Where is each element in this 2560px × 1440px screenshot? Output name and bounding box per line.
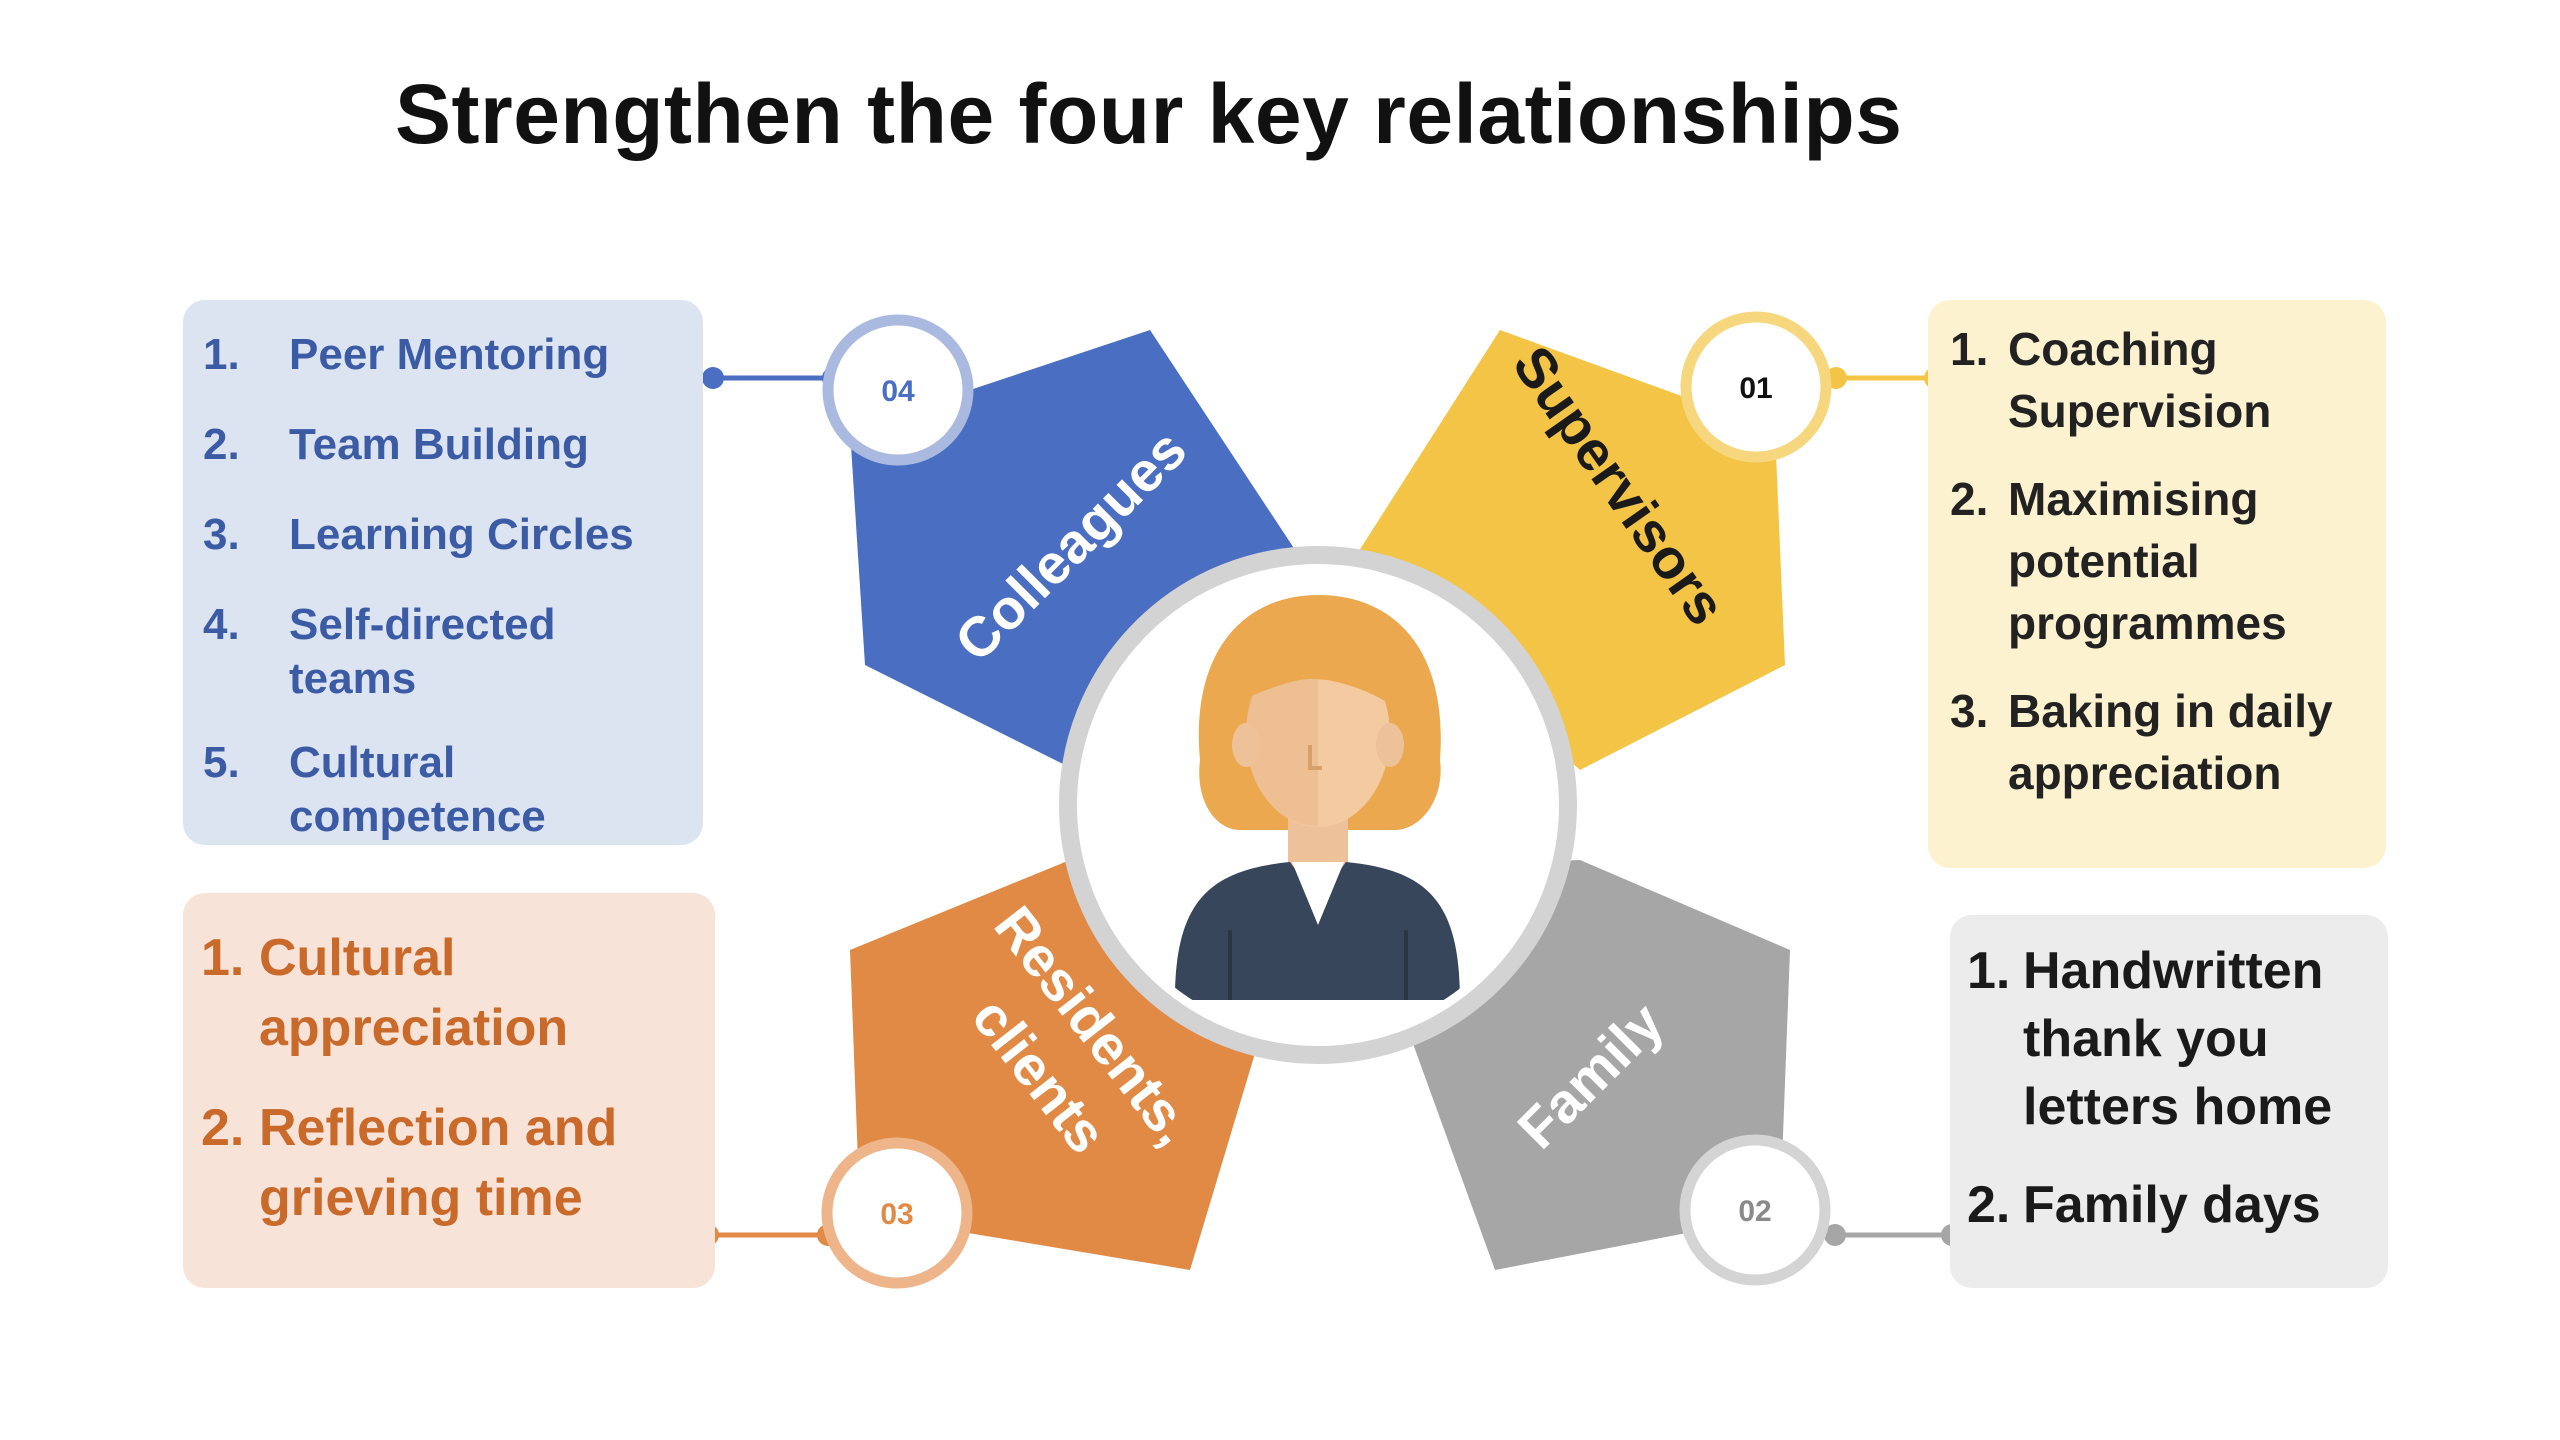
svg-text:04: 04 bbox=[881, 375, 915, 408]
badge-family: 02 bbox=[1679, 1134, 1831, 1286]
person-avatar-icon bbox=[1175, 595, 1460, 1000]
svg-text:03: 03 bbox=[880, 1198, 913, 1231]
list-item: 1.Coaching Supervision bbox=[1950, 323, 2272, 437]
list-item: 4.Self-directed teams bbox=[203, 600, 556, 703]
residents-list: 1.Cultural appreciation 2.Reflection and… bbox=[201, 923, 715, 1233]
list-item: 1.Cultural appreciation bbox=[201, 929, 569, 1057]
badge-supervisors: 01 bbox=[1680, 311, 1832, 463]
list-item: 1.Peer Mentoring bbox=[203, 330, 610, 379]
page-title: Strengthen the four key relationships bbox=[395, 67, 1903, 161]
badge-residents: 03 bbox=[821, 1137, 973, 1289]
list-item: 3.Learning Circles bbox=[203, 510, 634, 559]
residents-panel: 1.Cultural appreciation 2.Reflection and… bbox=[183, 893, 715, 1288]
colleagues-list: 1.Peer Mentoring 2.Team Building 3.Learn… bbox=[203, 328, 703, 844]
family-panel: 1.Handwritten thank you letters home 2.F… bbox=[1950, 915, 2388, 1288]
connector-family bbox=[1824, 1224, 1963, 1246]
colleagues-panel: 1.Peer Mentoring 2.Team Building 3.Learn… bbox=[183, 300, 703, 845]
list-item: 2.Family days bbox=[1967, 1176, 2321, 1234]
list-item: 2.Maximising potential programmes bbox=[1950, 473, 2287, 649]
connector-residents bbox=[697, 1224, 839, 1246]
list-item: 1.Handwritten thank you letters home bbox=[1967, 942, 2333, 1136]
supervisors-list: 1.Coaching Supervision 2.Maximising pote… bbox=[1950, 318, 2386, 804]
svg-text:02: 02 bbox=[1738, 1195, 1771, 1228]
family-list: 1.Handwritten thank you letters home 2.F… bbox=[1967, 937, 2388, 1239]
list-item: 2.Reflection and grieving time bbox=[201, 1099, 618, 1227]
supervisors-panel: 1.Coaching Supervision 2.Maximising pote… bbox=[1928, 300, 2386, 868]
list-item: 3.Baking in daily appreciation bbox=[1950, 685, 2333, 799]
list-item: 2.Team Building bbox=[203, 420, 589, 469]
svg-text:01: 01 bbox=[1739, 372, 1772, 405]
list-item: 5.Cultural competence bbox=[203, 738, 546, 841]
badge-colleagues: 04 bbox=[822, 314, 974, 466]
